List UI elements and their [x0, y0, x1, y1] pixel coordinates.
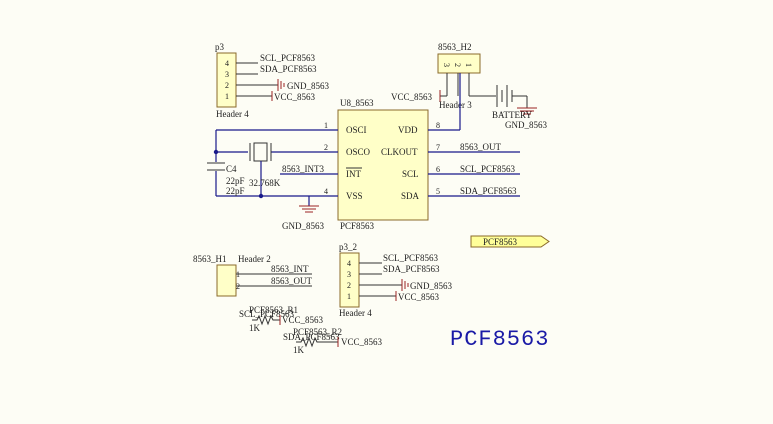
p3-net-vcc: VCC_8563: [274, 92, 316, 102]
p3-net-gnd: GND_8563: [287, 81, 329, 91]
r1-designator: PCF8563_R1: [249, 305, 298, 315]
h2-gnd: GND_8563: [505, 120, 547, 130]
chip-pin-scl: SCL: [402, 169, 419, 179]
chip-pin-sda: SDA: [401, 191, 420, 201]
h1-net-out: 8563_OUT: [271, 276, 312, 286]
p3-2-net-vcc: VCC_8563: [398, 292, 440, 302]
chip-pin-1: 1: [324, 121, 328, 130]
ground-icon: [401, 279, 409, 291]
header-p3[interactable]: p3 4 3 2 1 SCL_PCF8563 SDA_PCF8563 GND_8…: [215, 42, 329, 119]
resistor-icon: [252, 314, 280, 326]
net-int3: 8563_INT3: [282, 164, 324, 174]
ground-icon: [517, 107, 537, 115]
p3-2-net-sda: SDA_PCF8563: [383, 264, 440, 274]
h2-type: Header 3: [439, 100, 472, 110]
chip-pin-5: 5: [436, 187, 440, 196]
p3-2-net-gnd: GND_8563: [410, 281, 452, 291]
h1-designator: 8563_H1: [193, 254, 227, 264]
net-sda: SDA_PCF8563: [460, 186, 517, 196]
sheet-title: PCF8563: [450, 327, 549, 352]
chip-part: PCF8563: [340, 221, 375, 231]
crystal-circuit[interactable]: C4 22pF 22pF 32.768K: [207, 130, 281, 199]
p3-2-type: Header 4: [339, 308, 372, 318]
cap-value-1: 22pF: [226, 176, 245, 186]
p3-pin-1: 1: [225, 92, 229, 101]
p3-2-net-scl: SCL_PCF8563: [383, 253, 439, 263]
p3-2-pin-3: 3: [347, 270, 351, 279]
resistor-r2[interactable]: PCF8563_R2 SDA_PCF8563 VCC_8563 1K: [283, 327, 383, 355]
chip-pin-2: 2: [324, 143, 328, 152]
cap-designator: C4: [226, 164, 237, 174]
net-scl: SCL_PCF8563: [460, 164, 516, 174]
h2-body: [437, 53, 481, 74]
h1-body: [216, 264, 237, 297]
p3-2-body: [339, 252, 360, 308]
h1-type: Header 2: [238, 254, 271, 264]
chip-pin-7: 7: [436, 143, 440, 152]
r2-value: 1K: [293, 345, 305, 355]
h2-pin-1: 1: [464, 63, 473, 67]
p3-designator: p3: [215, 42, 225, 52]
p3-2-pin-1: 1: [347, 292, 351, 301]
crystal-freq: 32.768K: [249, 178, 281, 188]
chip-pcf8563[interactable]: U8_8563 1 2 4 OSCI OSCO INT VSS 8563_INT…: [216, 73, 520, 231]
h2-vcc: VCC_8563: [391, 92, 433, 102]
chip-body: [337, 109, 429, 221]
chip-pin-vss: VSS: [346, 191, 363, 201]
chip-pin-osci: OSCI: [346, 125, 367, 135]
battery-icon: [496, 85, 513, 107]
chip-pin-4: 4: [324, 187, 328, 196]
port-arrow-icon: [470, 235, 550, 248]
r1-vcc: VCC_8563: [282, 315, 324, 325]
chip-pin-6: 6: [436, 165, 440, 174]
p3-pin-4: 4: [225, 59, 229, 68]
battery-label: BATTERY: [492, 110, 533, 120]
ground-icon: [277, 79, 285, 91]
r1-net: SCL_PCF8563: [239, 309, 295, 319]
chip-pin-int: INT: [346, 169, 361, 179]
chip-pin-clkout: CLKOUT: [381, 147, 418, 157]
chip-pin-8: 8: [436, 121, 440, 130]
resistor-icon: [296, 336, 338, 348]
p3-2-pin-4: 4: [347, 259, 351, 268]
h2-designator: 8563_H2: [438, 42, 472, 52]
p3-2-pin-2: 2: [347, 281, 351, 290]
ground-icon: [299, 205, 319, 213]
header-8563-h2[interactable]: 8563_H2 3 2 1 VCC_8563 Header 3 BATTERY …: [391, 42, 547, 130]
p3-pin-3: 3: [225, 70, 229, 79]
h2-pin-2: 2: [453, 63, 462, 67]
p3-2-designator: p3_2: [339, 242, 357, 252]
p3-net-sda: SDA_PCF8563: [260, 64, 317, 74]
port-label: PCF8563: [483, 237, 518, 247]
crystal-icon: [249, 142, 272, 162]
header-8563-h1[interactable]: 8563_H1 Header 2 1 2 8563_INT 8563_OUT: [193, 254, 312, 297]
net-8563-out: 8563_OUT: [460, 142, 501, 152]
r1-value: 1K: [249, 323, 261, 333]
header-p3-2[interactable]: p3_2 4 3 2 1 SCL_PCF8563 SDA_PCF8563 GND…: [339, 242, 452, 318]
r2-net: SDA_PCF8563: [283, 332, 340, 342]
r2-designator: PCF8563_R2: [293, 327, 342, 337]
p3-body: [216, 52, 237, 108]
chip-pin-vdd: VDD: [398, 125, 418, 135]
r2-vcc: VCC_8563: [341, 337, 383, 347]
resistor-r1[interactable]: PCF8563_R1 SCL_PCF8563 VCC_8563 1K: [239, 305, 324, 333]
chip-gnd: GND_8563: [282, 221, 324, 231]
port-pcf8563[interactable]: PCF8563: [470, 235, 550, 248]
cap-value-2: 22pF: [226, 186, 245, 196]
p3-type: Header 4: [216, 109, 249, 119]
p3-net-scl: SCL_PCF8563: [260, 53, 316, 63]
p3-pin-2: 2: [225, 81, 229, 90]
capacitor-icon: [207, 162, 225, 171]
h1-net-int: 8563_INT: [271, 264, 309, 274]
chip-pin-osco: OSCO: [346, 147, 371, 157]
h2-pin-3: 3: [442, 63, 451, 67]
chip-designator: U8_8563: [340, 98, 374, 108]
